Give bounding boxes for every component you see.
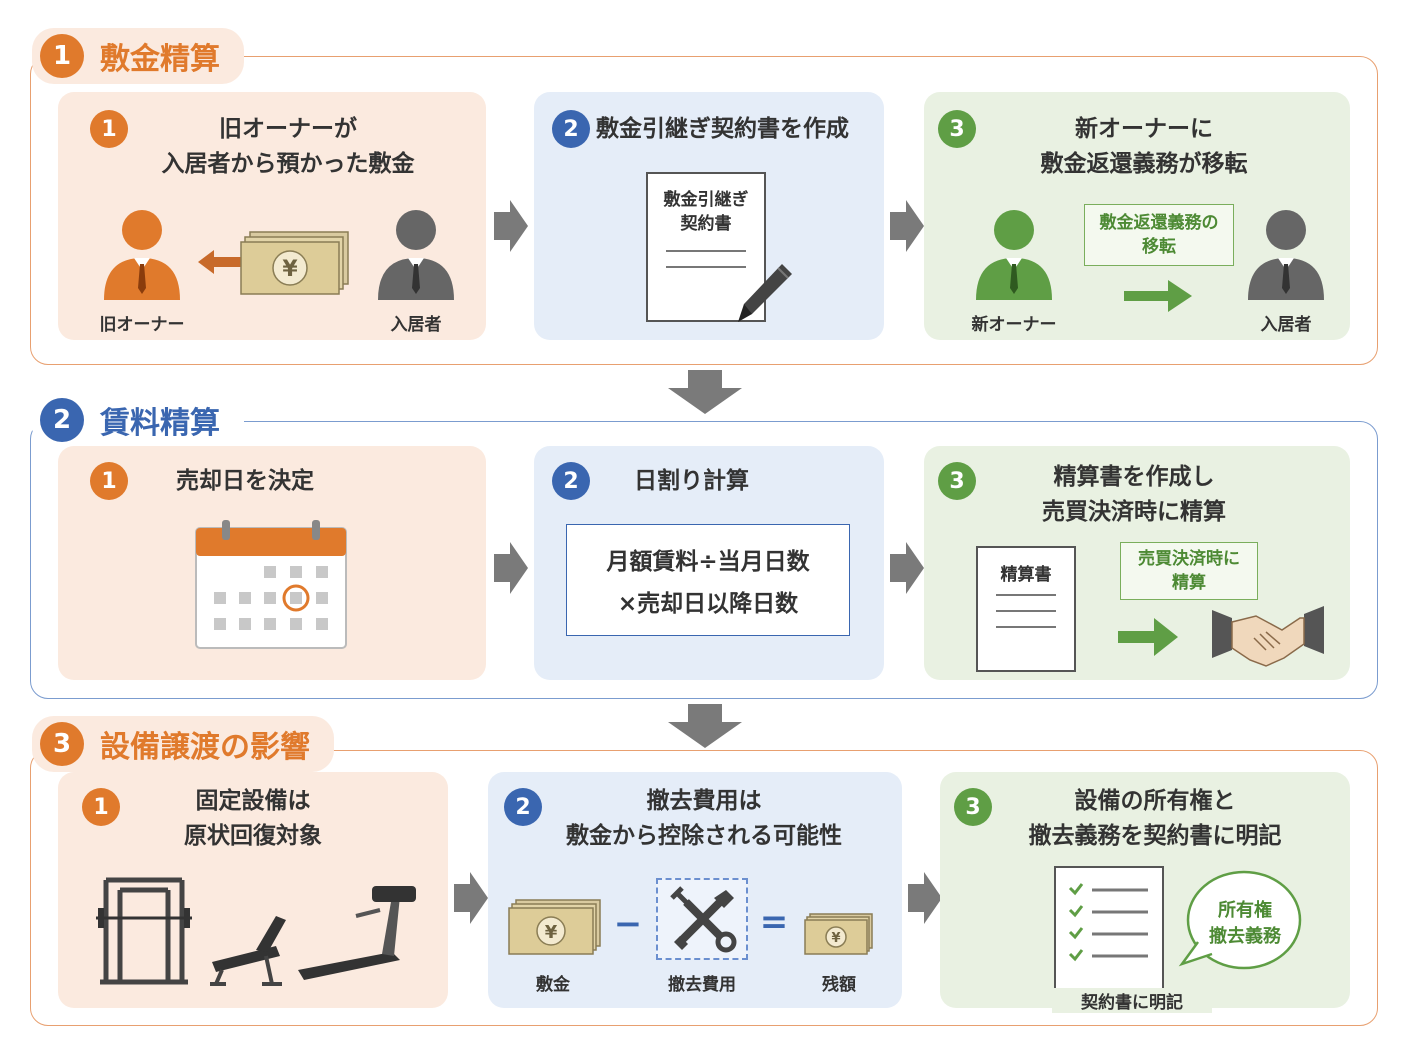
settlement-document (976, 546, 1076, 672)
ownership-obligation-bubble-text: 所有権 撤去義務 (1209, 900, 1281, 947)
flow-arrow-right-icon (454, 872, 488, 924)
yen-bill-icon: ¥ (240, 231, 349, 295)
card-1-1-number: 1 (90, 110, 128, 148)
card-1-3: 3 新オーナーに 敷金返還義務が移転 新オーナー 敷金返還義務の 移転 入居者 (924, 92, 1350, 340)
settlement-at-closing-label: 売買決済時に 精算 (1120, 542, 1258, 600)
card-2-3: 3 精算書を作成し 売買決済時に精算 精算書 売買決済時に 精算 (924, 446, 1350, 680)
card-1-2-title: 敷金引継ぎ契約書を作成 (596, 116, 849, 142)
svg-text:¥: ¥ (282, 257, 298, 282)
new-owner-person-icon (976, 210, 1052, 300)
old-owner-label: 旧オーナー (99, 315, 185, 335)
deposit-label: 敷金 (536, 975, 570, 995)
section-1-title: 敷金精算 (100, 42, 220, 77)
power-rack-icon (96, 877, 192, 985)
doc-line (996, 610, 1056, 612)
card-3-3-number: 3 (954, 788, 992, 826)
card-2-3-number: 3 (938, 462, 976, 500)
arrow-right-green-icon (1124, 280, 1192, 312)
section-2-header: 2 賃料精算 (32, 392, 244, 448)
tenant-person-icon (378, 210, 454, 300)
bench-icon (210, 916, 286, 986)
wrench-icon (670, 886, 737, 953)
card-3-2-title: 撤去費用は 敷金から控除される可能性 (566, 788, 842, 849)
remaining-label: 残額 (822, 975, 856, 995)
section-3-header: 3 設備譲渡の影響 (32, 716, 334, 772)
settlement-document-title: 精算書 (1000, 565, 1052, 585)
pen-icon (738, 264, 792, 322)
card-1-3-title: 新オーナーに 敷金返還義務が移転 (1040, 116, 1248, 177)
section-1-header: 1 敷金精算 (32, 28, 244, 84)
card-3-1-title: 固定設備は 原状回復対象 (184, 788, 322, 849)
section-2-title: 賃料精算 (100, 406, 220, 441)
card-1-1: 1 旧オーナーが 入居者から預かった敷金 旧オーナー ¥ 入居者 (58, 92, 486, 340)
old-owner-person-icon (104, 210, 180, 300)
section-3-number: 3 (40, 722, 84, 766)
card-2-2-title: 日割り計算 (634, 468, 749, 494)
handshake-icon (1212, 606, 1324, 667)
tenant-label: 入居者 (390, 315, 442, 335)
arrow-left-icon (198, 250, 244, 274)
tenant-person-icon (1248, 210, 1324, 300)
flow-arrow-down-icon (668, 704, 742, 748)
section-1-number: 1 (40, 34, 84, 78)
contract-document (1054, 866, 1164, 996)
card-1-2-number: 2 (552, 110, 590, 148)
new-owner-label: 新オーナー (971, 315, 1057, 335)
formula-line-2: ×売却日以降日数 (617, 591, 799, 617)
doc-line (666, 250, 746, 252)
treadmill-icon (298, 886, 416, 980)
arrow-right-green-icon (1118, 618, 1178, 656)
doc-line (996, 594, 1056, 596)
flow-arrow-right-icon (890, 200, 924, 252)
card-2-2: 2 日割り計算 月額賃料÷当月日数 ×売却日以降日数 (534, 446, 884, 680)
formula-line-1: 月額賃料÷当月日数 (606, 549, 810, 575)
contract-document-title: 敷金引継ぎ 契約書 (663, 190, 749, 234)
card-2-3-title: 精算書を作成し 売買決済時に精算 (1042, 464, 1226, 525)
section-2-number: 2 (40, 398, 84, 442)
checklist-icon (1068, 883, 1148, 962)
card-3-2: 2 撤去費用は 敷金から控除される可能性 ¥ 敷金 − 撤去費用 = ¥ 残額 (488, 772, 902, 1008)
calendar-icon (195, 520, 347, 649)
svg-text:¥: ¥ (545, 922, 558, 943)
formula-box (566, 524, 850, 636)
card-3-1-number: 1 (82, 788, 120, 826)
card-1-1-title: 旧オーナーが 入居者から預かった敷金 (161, 116, 415, 177)
card-2-1-title: 売却日を決定 (176, 468, 314, 494)
card-3-1: 1 固定設備は 原状回復対象 (58, 772, 448, 1008)
contract-specified-caption: 契約書に明記 (1052, 988, 1212, 1013)
equals-operator: = (759, 902, 789, 942)
yen-bill-icon: ¥ (508, 899, 601, 955)
flow-arrow-right-icon (908, 872, 942, 924)
card-2-2-number: 2 (552, 462, 590, 500)
doc-line (996, 626, 1056, 628)
minus-operator: − (613, 904, 643, 944)
yen-bill-small-icon: ¥ (804, 913, 873, 955)
flow-arrow-right-icon (890, 542, 924, 594)
contract-document (646, 172, 766, 322)
card-3-3-title: 設備の所有権と 撤去義務を契約書に明記 (1028, 788, 1282, 849)
card-1-2: 2 敷金引継ぎ契約書を作成 敷金引継ぎ 契約書 (534, 92, 884, 340)
tenant-label: 入居者 (1260, 315, 1312, 335)
card-3-3: 3 設備の所有権と 撤去義務を契約書に明記 契約書に明記 所有権 撤去義務 (940, 772, 1350, 1013)
flow-arrow-down-icon (668, 370, 742, 414)
card-3-2-number: 2 (504, 788, 542, 826)
flow-arrow-right-icon (494, 542, 528, 594)
section-3-title: 設備譲渡の影響 (100, 730, 310, 765)
card-2-1: 1 売却日を決定 (58, 446, 486, 680)
card-2-1-number: 1 (90, 462, 128, 500)
doc-line (666, 266, 746, 268)
speech-bubble-icon (1178, 870, 1302, 970)
deposit-obligation-transfer-label: 敷金返還義務の 移転 (1084, 204, 1234, 266)
flow-arrow-right-icon (494, 200, 528, 252)
svg-text:¥: ¥ (831, 931, 840, 946)
removal-cost-label: 撤去費用 (668, 975, 736, 995)
card-1-3-number: 3 (938, 110, 976, 148)
